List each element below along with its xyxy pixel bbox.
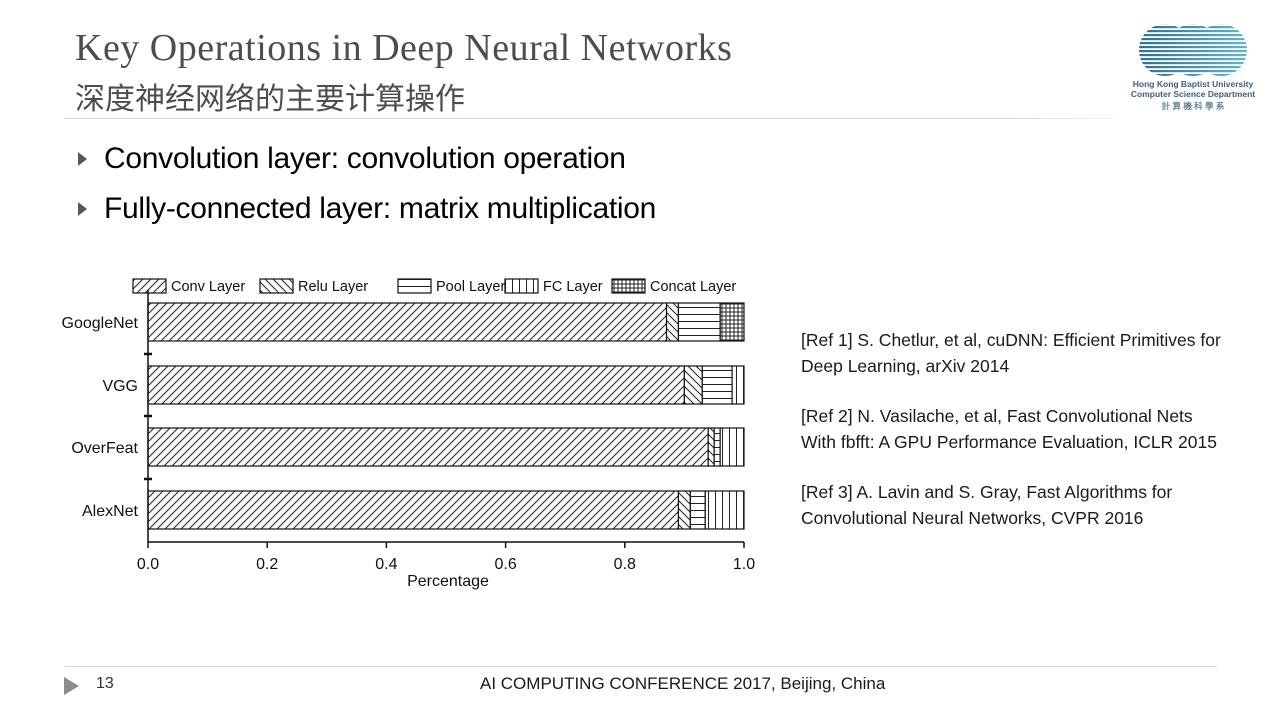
legend-label: FC Layer [543,279,603,295]
reference-line: Deep Learning, arXiv 2014 [801,355,1010,376]
reference-item: [Ref 3] A. Lavin and S. Gray, Fast Algor… [801,480,1271,531]
logo-stripe [1139,74,1247,76]
logo-stripe [1139,42,1247,45]
bar-segment-pool-layer [701,365,733,405]
legend-swatch [611,278,646,294]
legend-swatch [397,278,432,294]
bar-segment-relu-layer [683,365,703,405]
reference-line: [Ref 3] A. Lavin and S. Gray, Fast Algor… [801,482,1173,502]
legend-swatch [132,278,167,294]
category-label: GoogleNet [62,315,139,332]
bar-segment-pool-layer [677,302,721,342]
logo-stripe [1139,34,1247,37]
x-tick-label: 0.6 [494,556,516,573]
bar-segment-fc-layer [719,427,745,467]
bar-segment-concat-layer [719,302,745,342]
category-label: OverFeat [71,440,138,457]
bullet-list: Convolution layer: convolution operation… [78,134,656,234]
x-tick-label: 0.4 [375,556,397,573]
slide-title: Key Operations in Deep Neural Networks [75,27,733,69]
legend-label: Concat Layer [650,279,736,295]
bullet-item: Fully-connected layer: matrix multiplica… [78,184,656,234]
legend-label: Conv Layer [171,279,245,295]
reference-item: [Ref 2] N. Vasilache, et al, Fast Convol… [801,404,1271,455]
bullet-arrow-icon [78,202,87,216]
legend-label: Relu Layer [298,279,368,295]
logo-stripe [1139,50,1247,53]
bar-segment-pool-layer [689,490,706,530]
logo-stripe [1139,38,1247,41]
bullet-text: Convolution layer: convolution operation [104,142,626,175]
footer-arrow-icon [64,677,79,695]
logo-stripe [1139,30,1247,33]
bar-segment-fc-layer [731,365,745,405]
x-axis-label: Percentage [407,573,489,590]
logo-stripe [1139,54,1247,57]
slide-subtitle-chinese: 深度神经网络的主要计算操作 [75,82,465,117]
x-tick-label: 0.0 [137,556,159,573]
bar-segment-conv-layer [147,490,680,530]
category-label: VGG [102,378,138,395]
bar-segment-relu-layer [677,490,691,530]
bar-segment-relu-layer [707,427,715,467]
logo-text-zh: 計 算 機 科 學 系 [1161,101,1225,111]
reference-line: With fbfft: A GPU Performance Evaluation… [801,431,1217,452]
category-label: AlexNet [82,503,139,520]
logo-stripe [1139,58,1247,61]
bar-segment-fc-layer [704,490,745,530]
logo-stripe [1139,24,1247,25]
logo-text-en1: Hong Kong Baptist University [1132,79,1254,89]
logo-stripe [1139,70,1247,73]
reference-line: Convolutional Neural Networks, CVPR 2016 [801,507,1144,528]
x-tick-label: 1.0 [733,556,755,573]
legend-swatch [504,278,539,294]
footer-divider [65,666,1217,667]
references: [Ref 1] S. Chetlur, et al, cuDNN: Effici… [801,328,1271,556]
bar-segment-conv-layer [147,365,686,405]
footer-text: AI COMPUTING CONFERENCE 2017, Beijing, C… [480,674,886,693]
legend-swatch [259,278,294,294]
x-tick-label: 0.8 [614,556,636,573]
university-logo: Hong Kong Baptist University Computer Sc… [1122,14,1264,124]
reference-line: [Ref 2] N. Vasilache, et al, Fast Convol… [801,406,1193,426]
bar-segment-conv-layer [147,427,709,467]
bullet-arrow-icon [78,152,87,166]
title-divider [65,118,1115,119]
logo-stripe [1139,62,1247,65]
logo-stripe [1139,46,1247,49]
logo-text-en2: Computer Science Department [1130,89,1256,99]
reference-item: [Ref 1] S. Chetlur, et al, cuDNN: Effici… [801,328,1271,379]
bar-segment-pool-layer [713,427,721,467]
bullet-text: Fully-connected layer: matrix multiplica… [104,192,657,225]
logo-stripe [1139,26,1247,29]
logo-stripe [1139,66,1247,69]
stacked-bar-chart: Conv Layer Relu Layer Pool Layer FC Layer Co… [62,278,755,590]
legend-label: Pool Layer [436,279,505,295]
page-number: 13 [96,675,114,692]
bar-segment-relu-layer [665,302,680,342]
bar-segment-conv-layer [147,302,668,342]
x-tick-label: 0.2 [256,556,278,573]
bullet-item: Convolution layer: convolution operation [78,134,656,184]
hkbu-csd-logo-icon [1139,24,1247,76]
reference-line: [Ref 1] S. Chetlur, et al, cuDNN: Effici… [801,330,1221,350]
